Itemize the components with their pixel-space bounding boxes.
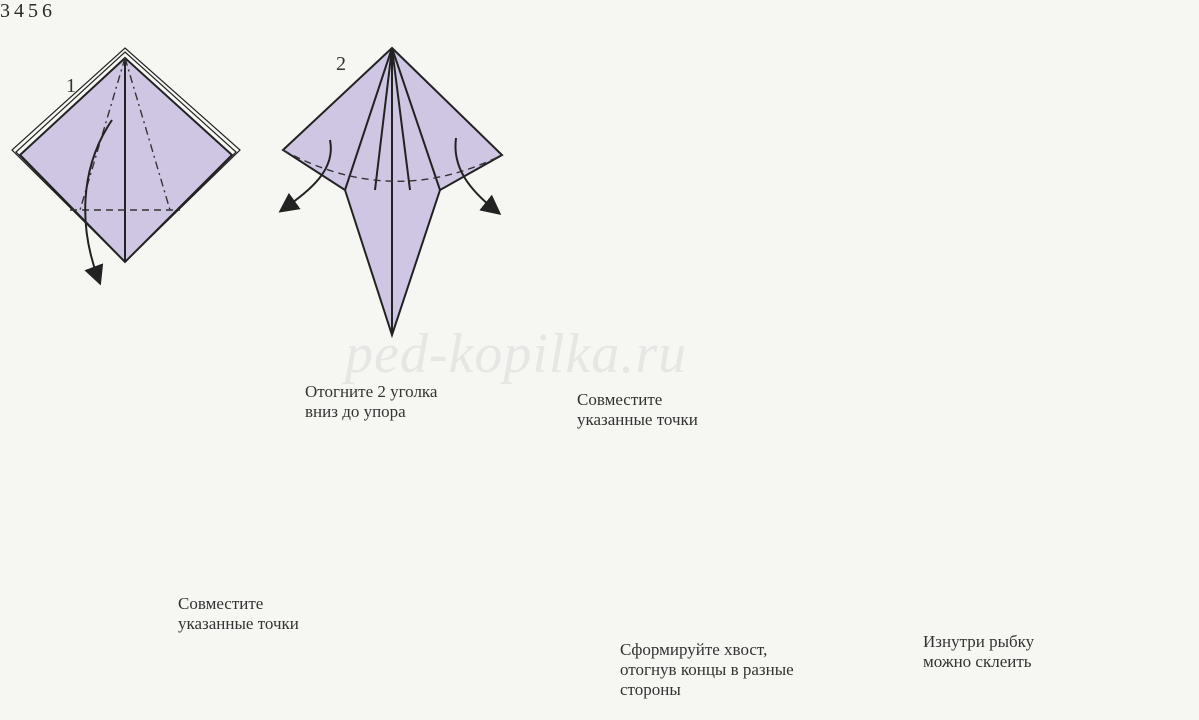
step-4-caption: Совместите указанные точки [178,594,299,634]
step-5-caption: Сформируйте хвост, отогнув концы в разны… [620,640,794,700]
step-2-caption: Отогните 2 уголка вниз до упора [305,382,437,422]
step-1-figure [12,48,240,278]
step-2-figure [283,48,502,335]
step-6-caption: Изнутри рыбку можно склеить [923,632,1034,672]
step-1-number: 1 [66,75,76,97]
step-3-caption: Совместите указанные точки [577,390,698,430]
step-2-number: 2 [336,53,346,75]
